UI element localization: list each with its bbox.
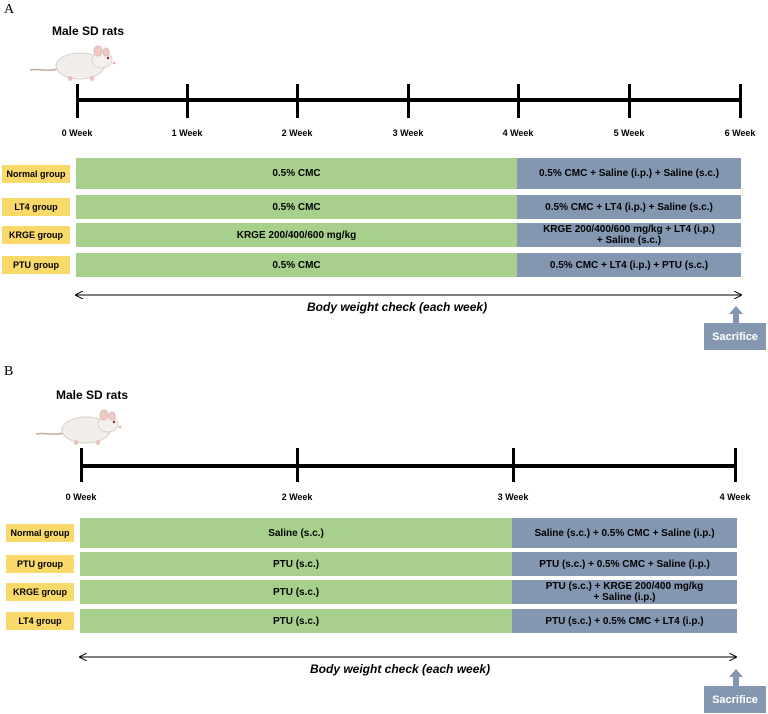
phase2-bar-line2: + Saline (i.p.) bbox=[593, 592, 656, 603]
arrow-up-icon-a bbox=[729, 306, 743, 324]
timeline-tick-label: 3 Week bbox=[392, 128, 424, 138]
phase2-bar: 0.5% CMC + LT4 (i.p.) + Saline (s.c.) bbox=[517, 195, 741, 219]
panel-a-letter: A bbox=[4, 2, 15, 17]
timeline-tick bbox=[295, 84, 299, 118]
timeline-tick-label: 1 Week bbox=[171, 128, 203, 138]
phase2-bar: PTU (s.c.) + KRGE 200/400 mg/kg+ Saline … bbox=[512, 580, 737, 604]
timeline-tick-label: 3 Week bbox=[497, 492, 529, 502]
arrow-up-icon-b bbox=[729, 669, 743, 687]
timeline-tick-label: 4 Week bbox=[502, 128, 534, 138]
sacrifice-box-a: Sacrifice bbox=[704, 323, 766, 350]
phase1-bar: PTU (s.c.) bbox=[80, 580, 512, 604]
phase1-bar: PTU (s.c.) bbox=[80, 552, 512, 576]
phase2-bar: PTU (s.c.) + 0.5% CMC + Saline (i.p.) bbox=[512, 552, 737, 576]
timeline-tick-label: 5 Week bbox=[613, 128, 645, 138]
timeline-tick-label: 0 Week bbox=[61, 128, 93, 138]
timeline-tick bbox=[733, 448, 737, 482]
phase1-bar: KRGE 200/400/600 mg/kg bbox=[76, 223, 517, 247]
group-label: PTU group bbox=[6, 555, 74, 573]
group-label: Normal group bbox=[2, 164, 70, 183]
timeline-tick bbox=[185, 84, 189, 118]
phase1-bar: 0.5% CMC bbox=[76, 195, 517, 219]
timeline-tick-label: 0 Week bbox=[65, 492, 97, 502]
group-label: LT4 group bbox=[2, 198, 70, 216]
phase2-bar: 0.5% CMC + LT4 (i.p.) + PTU (s.c.) bbox=[517, 253, 741, 277]
panel-a-subject-label: Male SD rats bbox=[52, 24, 125, 38]
timeline-tick bbox=[79, 448, 83, 482]
timeline-tick-label: 2 Week bbox=[281, 492, 313, 502]
sacrifice-box-b: Sacrifice bbox=[704, 686, 766, 713]
group-label: Normal group bbox=[6, 524, 74, 542]
group-label: KRGE group bbox=[6, 583, 74, 601]
phase1-bar: Saline (s.c.) bbox=[80, 518, 512, 548]
timeline-tick-label: 2 Week bbox=[281, 128, 313, 138]
timeline-tick-label: 4 Week bbox=[719, 492, 751, 502]
timeline-tick bbox=[627, 84, 631, 118]
phase2-bar-line1: PTU (s.c.) + KRGE 200/400 mg/kg bbox=[545, 581, 704, 592]
timeline-axis-b bbox=[80, 464, 736, 468]
timeline-tick bbox=[516, 84, 520, 118]
rat-illustration-a bbox=[29, 45, 116, 81]
panel-b-subject-label: Male SD rats bbox=[56, 388, 129, 402]
timeline-tick bbox=[295, 448, 299, 482]
phase1-bar: PTU (s.c.) bbox=[80, 609, 512, 633]
phase2-bar-line2: + Saline (s.c.) bbox=[596, 235, 662, 246]
body-weight-check-label-b: Body weight check (each week) bbox=[310, 662, 491, 676]
timeline-tick bbox=[406, 84, 410, 118]
panel-b-letter: B bbox=[4, 364, 14, 379]
group-label: LT4 group bbox=[6, 612, 74, 630]
group-label: KRGE group bbox=[2, 226, 70, 244]
timeline-tick bbox=[511, 448, 515, 482]
phase2-bar: 0.5% CMC + Saline (i.p.) + Saline (s.c.) bbox=[517, 158, 741, 189]
phase1-bar: 0.5% CMC bbox=[76, 253, 517, 277]
group-label: PTU group bbox=[2, 256, 70, 274]
phase2-bar-line1: KRGE 200/400/600 mg/kg + LT4 (i.p.) bbox=[543, 224, 715, 235]
timeline-tick bbox=[75, 84, 79, 118]
timeline-tick-label: 6 Week bbox=[724, 128, 756, 138]
phase2-bar: PTU (s.c.) + 0.5% CMC + LT4 (i.p.) bbox=[512, 609, 737, 633]
phase1-bar: 0.5% CMC bbox=[76, 158, 517, 189]
timeline-tick bbox=[738, 84, 742, 118]
phase2-bar: KRGE 200/400/600 mg/kg + LT4 (i.p.)+ Sal… bbox=[517, 223, 741, 247]
phase2-bar: Saline (s.c.) + 0.5% CMC + Saline (i.p.) bbox=[512, 518, 737, 548]
body-weight-check-label-a: Body weight check (each week) bbox=[307, 300, 488, 314]
rat-illustration-b bbox=[35, 409, 122, 445]
